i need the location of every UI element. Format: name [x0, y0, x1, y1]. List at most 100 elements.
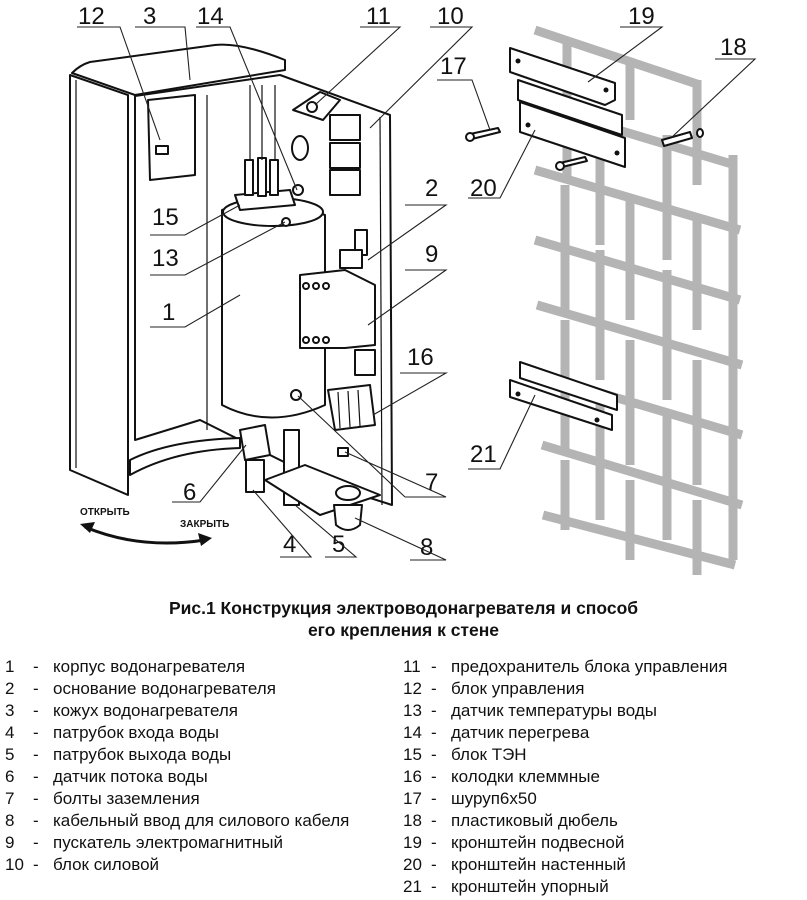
- legend-item-separator: -: [431, 877, 437, 896]
- legend-item-text: датчик перегрева: [451, 723, 590, 742]
- legend-item-separator: -: [431, 745, 437, 764]
- legend-item-text: кабельный ввод для силового кабеля: [53, 811, 350, 830]
- callout-18: 18: [671, 34, 757, 138]
- svg-text:18: 18: [720, 34, 747, 61]
- callout-14: 14: [196, 3, 298, 191]
- legend-item-separator: -: [33, 855, 39, 874]
- callouts: 12 3 14 11 10 19 18 17 20 15 13 2 9 1 16: [77, 3, 757, 561]
- callout-10: 10: [369, 3, 474, 129]
- legend-item: 20-кронштейн настенный: [403, 854, 807, 876]
- legend-item-text: болты заземления: [53, 789, 200, 808]
- legend-item: 1-корпус водонагревателя: [5, 656, 395, 678]
- legend-item: 12-блок управления: [403, 678, 807, 700]
- legend-item-separator: -: [33, 789, 39, 808]
- legend-item-separator: -: [431, 701, 437, 720]
- legend-item-number: 8: [5, 811, 15, 830]
- legend-item-separator: -: [33, 679, 39, 698]
- heater-construction-figure: ОТКРЫТЬ ЗАКРЫТЬ 12 3 14 11 10 19 18 17 2…: [69, 3, 757, 575]
- callout-9: 9: [367, 241, 448, 326]
- legend-item-number: 12: [403, 679, 422, 698]
- close-label: ЗАКРЫТЬ: [180, 519, 229, 530]
- svg-text:10: 10: [437, 3, 464, 30]
- legend-item-number: 15: [403, 745, 422, 764]
- legend-item-text: блок силовой: [53, 855, 160, 874]
- legend-item-text: кронштейн подвесной: [451, 833, 625, 852]
- legend-item: 6-датчик потока воды: [5, 766, 395, 788]
- callout-13: 13: [150, 221, 286, 276]
- legend-item-number: 9: [5, 833, 15, 852]
- svg-text:6: 6: [183, 479, 196, 506]
- svg-text:9: 9: [425, 241, 438, 268]
- legend-item-text: предохранитель блока управления: [451, 657, 728, 676]
- callout-8: 8: [354, 517, 447, 561]
- callout-1: 1: [150, 294, 241, 328]
- legend-item-number: 1: [5, 657, 15, 676]
- legend-item-separator: -: [431, 833, 437, 852]
- callout-16: 16: [372, 344, 449, 416]
- callout-2: 2: [367, 175, 448, 261]
- callout-20: 20: [468, 129, 536, 202]
- legend-item-text: датчик температуры воды: [451, 701, 657, 720]
- callout-15: 15: [150, 204, 241, 236]
- legend-item-number: 2: [5, 679, 15, 698]
- legend-item-number: 7: [5, 789, 15, 808]
- legend-item: 17-шуруп6x50: [403, 788, 807, 810]
- callout-5: 5: [294, 504, 358, 558]
- legend-item: 9-пускатель электромагнитный: [5, 832, 395, 854]
- open-label: ОТКРЫТЬ: [80, 507, 130, 518]
- callout-7: 7: [297, 395, 447, 498]
- svg-text:16: 16: [407, 344, 434, 371]
- legend-item-number: 13: [403, 701, 422, 720]
- legend-item: 3-кожух водонагревателя: [5, 700, 395, 722]
- legend-item-text: блок ТЭН: [451, 745, 527, 764]
- svg-text:14: 14: [197, 3, 224, 30]
- legend-item: 10-блок силовой: [5, 854, 395, 876]
- legend-item-text: кронштейн упорный: [451, 877, 609, 896]
- legend-item-separator: -: [33, 811, 39, 830]
- svg-text:17: 17: [440, 53, 467, 80]
- callout-11: 11: [314, 3, 402, 106]
- legend-item: 15-блок ТЭН: [403, 744, 807, 766]
- svg-text:3: 3: [143, 3, 156, 30]
- svg-text:4: 4: [283, 531, 296, 558]
- wall-bracket-19-20: [509, 47, 626, 168]
- svg-text:1: 1: [162, 299, 175, 326]
- caption-line-1: Рис.1 Конструкция электроводонагревателя…: [168, 598, 639, 618]
- legend-item-number: 19: [403, 833, 422, 852]
- screws: [465, 127, 704, 171]
- legend-item: 21-кронштейн упорный: [403, 876, 807, 898]
- svg-text:21: 21: [470, 441, 497, 468]
- heater-unit: [69, 43, 393, 531]
- legend-item-text: шуруп6x50: [451, 789, 537, 808]
- svg-text:19: 19: [628, 3, 655, 30]
- legend-item-separator: -: [33, 767, 39, 786]
- legend-item-text: основание водонагревателя: [53, 679, 276, 698]
- legend-item-number: 11: [403, 657, 421, 676]
- legend-item-separator: -: [431, 789, 437, 808]
- legend-item: 5-патрубок выхода воды: [5, 744, 395, 766]
- svg-text:5: 5: [332, 531, 345, 558]
- callout-3: 3: [135, 3, 191, 81]
- legend-item-number: 18: [403, 811, 422, 830]
- svg-text:7: 7: [425, 469, 438, 496]
- legend-item-number: 5: [5, 745, 15, 764]
- legend-item-text: колодки клеммные: [451, 767, 600, 786]
- legend-item: 13-датчик температуры воды: [403, 700, 807, 722]
- legend-item-text: блок управления: [451, 679, 585, 698]
- callout-12: 12: [77, 3, 161, 141]
- legend-item-separator: -: [431, 657, 437, 676]
- legend-item: 16-колодки клеммные: [403, 766, 807, 788]
- legend-item: 18-пластиковый дюбель: [403, 810, 807, 832]
- legend-item-separator: -: [33, 723, 39, 742]
- svg-text:8: 8: [420, 534, 433, 561]
- legend-item-number: 16: [403, 767, 422, 786]
- svg-text:13: 13: [152, 245, 179, 272]
- legend-item-separator: -: [431, 811, 437, 830]
- legend-item-text: пластиковый дюбель: [451, 811, 618, 830]
- door-swing-arrow: ОТКРЫТЬ ЗАКРЫТЬ: [80, 507, 229, 546]
- legend-item-number: 3: [5, 701, 15, 720]
- legend-item: 4-патрубок входа воды: [5, 722, 395, 744]
- callout-4: 4: [252, 489, 313, 558]
